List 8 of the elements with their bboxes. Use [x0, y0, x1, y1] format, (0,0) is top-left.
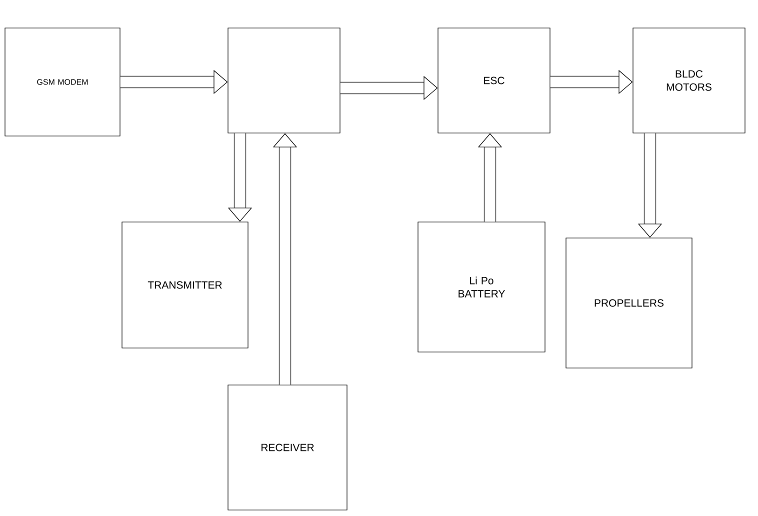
- block-box: RECEIVER: [228, 384, 348, 510]
- block-box: TRANSMITTER: [122, 222, 248, 348]
- block-box: GSM MODEM: [4, 28, 120, 136]
- block-box: [228, 28, 340, 134]
- block-box: BLDC MOTORS: [632, 28, 746, 134]
- block-box: PROPELLERS: [566, 238, 692, 368]
- block-box: Li Po BATTERY: [418, 222, 546, 352]
- block-box: ESC: [438, 28, 550, 134]
